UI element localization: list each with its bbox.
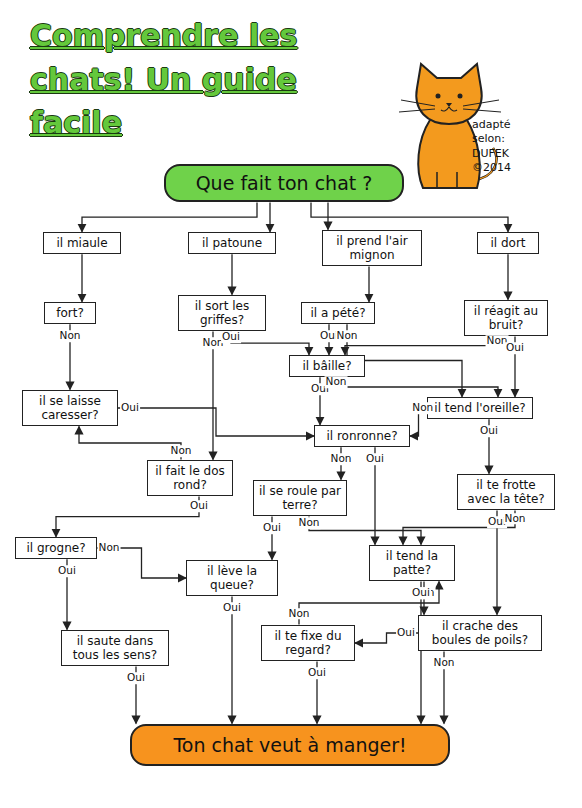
- node-text: il crache des boules de poils?: [423, 619, 537, 648]
- node-text: il miaule: [48, 236, 116, 250]
- connector: [368, 266, 369, 301]
- node-text: il lève la queue?: [191, 564, 273, 593]
- node-text: il bâille?: [294, 359, 360, 373]
- node-text: il fait le dos rond?: [152, 464, 228, 493]
- question-box: il crache des boules de poils?: [418, 615, 542, 652]
- question-box: il a pété?: [301, 302, 375, 324]
- node-text: il tend la patte?: [374, 549, 450, 578]
- node-text: il te fixe du regard?: [266, 629, 350, 658]
- node-text: il sort les griffes?: [183, 299, 261, 328]
- question-box: il grogne?: [15, 537, 97, 559]
- cat-head: [416, 64, 481, 124]
- question-box: il se laisse caresser?: [22, 390, 118, 427]
- edge-label: Oui: [411, 588, 431, 600]
- question-box: fort?: [44, 302, 96, 324]
- end-box: Ton chat veut à manger!: [130, 724, 450, 767]
- connector: [79, 426, 181, 459]
- cat-legs: [437, 172, 457, 188]
- cat-mouth: [441, 107, 457, 111]
- node-text: fort?: [49, 306, 91, 320]
- connector: [327, 202, 328, 229]
- cat-whiskers: [399, 100, 501, 112]
- edge-label: Non: [288, 608, 311, 620]
- node-text: il se laisse caresser?: [27, 394, 113, 423]
- cat-nose: [446, 103, 452, 107]
- question-box: il te fixe du regard?: [261, 625, 355, 662]
- edge-label: Oui: [221, 331, 241, 343]
- question-box: il te frotte avec la tête?: [457, 474, 555, 511]
- edge-label: Non: [330, 453, 353, 465]
- node-text: il grogne?: [20, 541, 92, 555]
- edge-label: Oui: [479, 425, 499, 437]
- node-text: il prend l'air mignon: [327, 234, 417, 263]
- edge-label: Oui: [189, 501, 209, 513]
- question-box: il fait le dos rond?: [147, 460, 233, 497]
- connector: [118, 408, 314, 436]
- node-text: il dort: [482, 236, 534, 250]
- connector: [269, 202, 270, 231]
- connector: [212, 331, 213, 459]
- node-text: il te frotte avec la tête?: [462, 478, 550, 507]
- connector: [403, 510, 515, 544]
- connector: [56, 496, 199, 536]
- edge-label: Non: [298, 518, 321, 530]
- cat-body: [418, 120, 479, 188]
- edge-label: Non: [325, 376, 348, 388]
- question-box: il tend l'oreille?: [427, 397, 533, 419]
- connector: [231, 254, 232, 294]
- node-text: il patoune: [193, 236, 271, 250]
- node-text: il a pété?: [306, 306, 370, 320]
- connector: [507, 254, 508, 299]
- connector: [345, 336, 497, 354]
- edge-label: Oui: [222, 603, 242, 615]
- connector: [309, 516, 421, 544]
- question-box: il prend l'air mignon: [322, 230, 422, 267]
- edge-label: Oui: [126, 673, 146, 685]
- edge-label: Oui: [57, 565, 77, 577]
- question-box: il dort: [477, 232, 539, 254]
- edge-label: Non: [170, 446, 193, 458]
- question-box: il sort les griffes?: [178, 295, 266, 332]
- edge-label: Oui: [262, 523, 282, 535]
- edge-label: Oui: [396, 627, 416, 639]
- connector: [311, 202, 508, 231]
- connector: [82, 202, 257, 231]
- edge-label: Non: [336, 330, 359, 342]
- node-text: Que fait ton chat ?: [176, 172, 392, 195]
- edge-label: Non: [411, 402, 434, 414]
- node-text: il se roule par terre?: [258, 484, 342, 513]
- connector: [336, 377, 498, 397]
- edge-label: Non: [98, 542, 121, 554]
- credit-note: adapté selon: DUFEK ©2014: [472, 118, 536, 175]
- question-box: il bâille?: [289, 355, 365, 377]
- question-box: il lève la queue?: [186, 560, 278, 597]
- question-box: il réagit au bruit?: [464, 300, 548, 337]
- connector: [231, 331, 309, 354]
- edge-label: Non: [433, 658, 456, 670]
- node-text: il ronronne?: [319, 429, 405, 443]
- cat-eye: [458, 94, 463, 99]
- edge-label: Non: [59, 330, 82, 342]
- node-text: il tend l'oreille?: [432, 401, 528, 415]
- node-text: Ton chat veut à manger!: [142, 734, 438, 757]
- start-box: Que fait ton chat ?: [164, 164, 404, 203]
- question-box: il saute dans tous les sens?: [61, 630, 169, 667]
- connector: [231, 596, 232, 723]
- edge-label: Oui: [365, 453, 385, 465]
- connector: [81, 254, 82, 302]
- edge-label: Oui: [307, 668, 327, 680]
- question-box: il ronronne?: [314, 425, 410, 447]
- question-box: il tend la patte?: [369, 545, 455, 582]
- cat-eye: [436, 94, 441, 99]
- question-box: il patoune: [188, 232, 276, 254]
- edge-label: Oui: [505, 343, 525, 355]
- page-title: Comprendre les chats! Un guide facile: [30, 14, 390, 145]
- edge-label: Oui: [120, 402, 140, 414]
- node-text: il réagit au bruit?: [469, 304, 543, 333]
- node-text: il saute dans tous les sens?: [66, 634, 164, 663]
- question-box: il se roule par terre?: [253, 480, 347, 517]
- question-box: il miaule: [43, 232, 121, 254]
- edge-label: Non: [504, 513, 527, 525]
